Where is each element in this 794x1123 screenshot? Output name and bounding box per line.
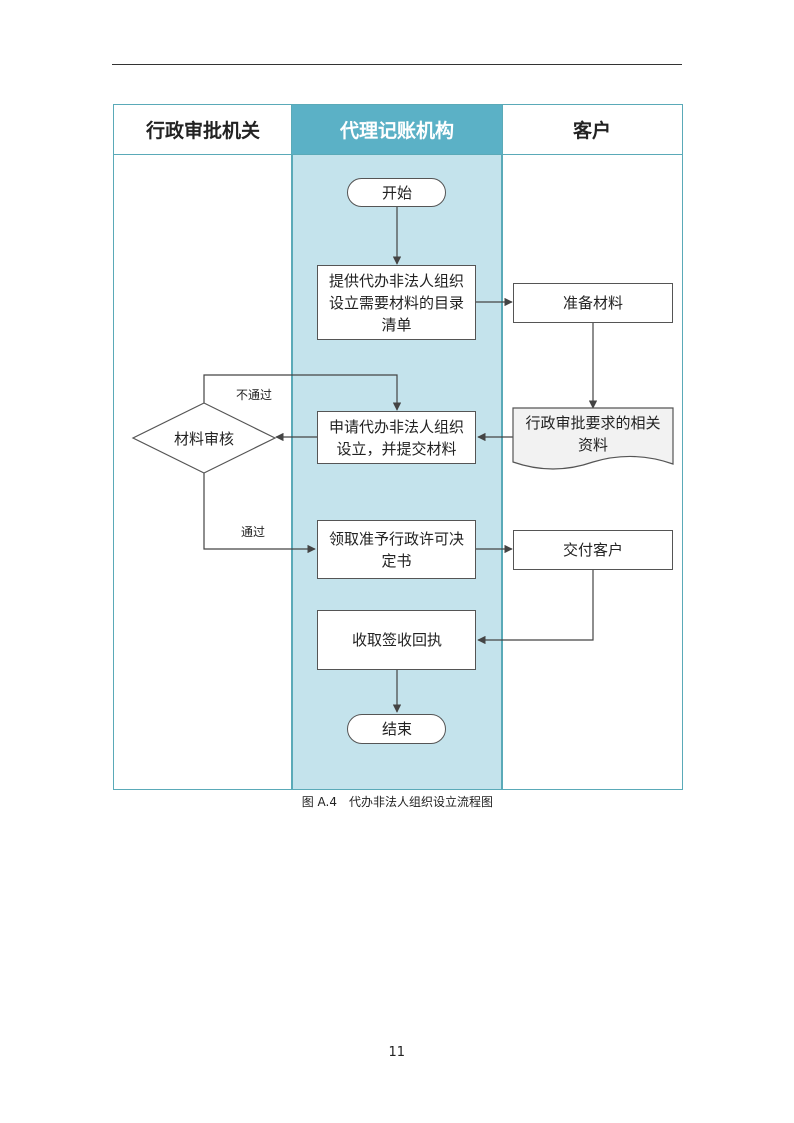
- start-node: 开始: [347, 178, 446, 207]
- edge-label-pass: 通过: [241, 525, 266, 539]
- materials-document-node: 行政审批要求的相关资料: [525, 414, 661, 454]
- deliver-node: 交付客户: [513, 530, 673, 570]
- figure-caption: 图 A.4 代办非法人组织设立流程图: [301, 795, 493, 809]
- review-node: 材料审核: [174, 429, 235, 448]
- apply-node: 申请代办非法人组织设立，并提交材料: [317, 411, 476, 464]
- receipt-node: 收取签收回执: [317, 610, 476, 670]
- edge-review-reject: [203, 374, 402, 411]
- review-diamond-shape: [131, 402, 277, 474]
- prepare-materials-node: 准备材料: [513, 283, 673, 323]
- end-node: 结束: [347, 714, 446, 744]
- edge-review-pass: [203, 473, 316, 554]
- provide-list-node: 提供代办非法人组织设立需要材料的目录清单: [317, 265, 476, 340]
- edge-label-not-pass: 不通过: [236, 388, 273, 402]
- receive-decision-node: 领取准予行政许可决定书: [317, 520, 476, 579]
- page-number: 11: [388, 1045, 406, 1060]
- edge-deliver-to-receipt: [477, 570, 594, 645]
- materials-document-shape: [512, 407, 674, 470]
